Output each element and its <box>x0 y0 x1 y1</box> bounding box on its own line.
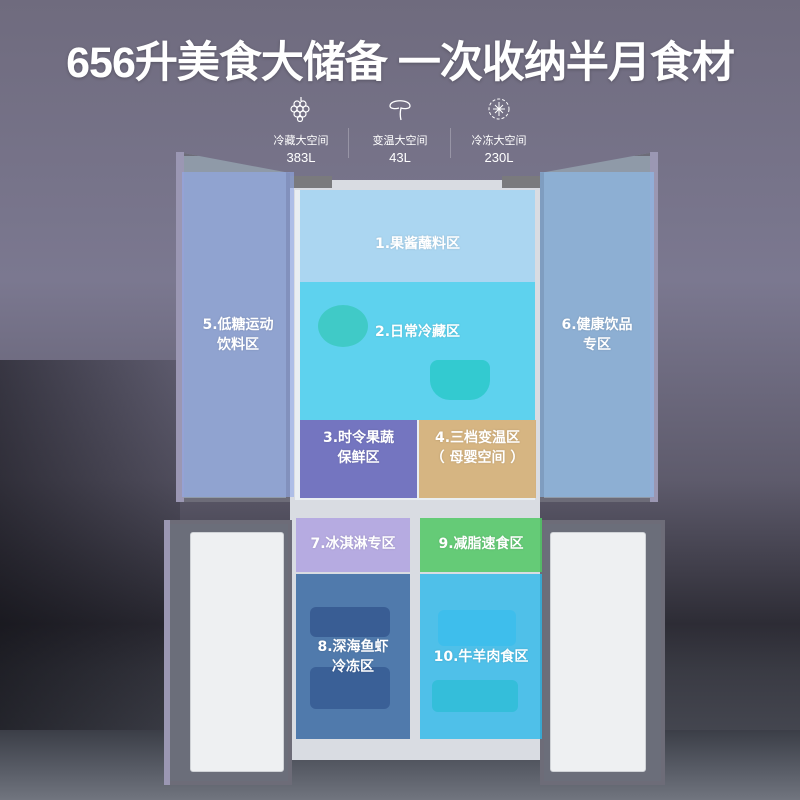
zone-label: 8.深海鱼虾 <box>317 638 389 655</box>
capacity-stats: 冷藏大空间 383L 变温大空间 43L 冷冻大空间 230L <box>256 96 544 165</box>
zone-label: 5.低糖运动 <box>202 316 274 333</box>
snowflake-icon <box>488 98 510 120</box>
zone-label: 饮料区 <box>217 336 259 353</box>
door-bottom-right[interactable] <box>540 520 665 785</box>
door-liner <box>550 532 646 772</box>
zone-3: 3.时令果蔬 保鲜区 <box>300 420 417 498</box>
hinge <box>290 176 332 188</box>
zone-10: 10.牛羊肉食区 <box>420 574 542 739</box>
capacity-value: 43L <box>389 150 411 165</box>
zone-label: 6.健康饮品 <box>561 316 633 333</box>
wall-shadow <box>0 360 180 800</box>
zone-4: 4.三档变温区 （ 母婴空间 ） <box>419 420 536 498</box>
capacity-freezer: 冷冻大空间 230L <box>454 96 544 165</box>
divider <box>348 128 349 158</box>
zone-label: 4.三档变温区 <box>434 430 521 446</box>
door-liner <box>190 532 284 772</box>
hinge <box>502 176 544 188</box>
divider <box>450 128 451 158</box>
zone-9: 9.减脂速食区 <box>420 518 542 572</box>
zone-label: （ 母婴空间 ） <box>430 450 525 466</box>
zone-label: 1.果酱蘸料区 <box>374 236 461 252</box>
capacity-label: 变温大空间 <box>372 134 428 147</box>
zone-6: 6.健康饮品 专区 <box>540 172 654 497</box>
capacity-label: 冷藏大空间 <box>273 134 329 147</box>
zone-1: 1.果酱蘸料区 <box>300 190 535 282</box>
capacity-value: 383L <box>286 150 316 165</box>
grape-icon <box>290 97 310 122</box>
capacity-fridge: 冷藏大空间 383L <box>256 96 346 165</box>
door-edge <box>164 520 170 785</box>
zone-label: 3.时令果蔬 <box>322 430 395 446</box>
zone-8: 8.深海鱼虾 冷冻区 <box>296 574 410 739</box>
door-edge <box>176 152 184 502</box>
capacity-convertible: 变温大空间 43L <box>355 96 445 165</box>
zone-label: 专区 <box>583 336 611 353</box>
capacity-label: 冷冻大空间 <box>471 134 527 147</box>
zone-2: 2.日常冷藏区 <box>300 282 535 420</box>
zone-5: 5.低糖运动 饮料区 <box>182 172 294 497</box>
zone-7: 7.冰淇淋专区 <box>296 518 410 572</box>
capacity-value: 230L <box>484 150 514 165</box>
door-bottom-left[interactable] <box>166 520 292 785</box>
door-edge <box>650 152 658 502</box>
headline: 656升美食大储备 一次收纳半月食材 <box>66 39 735 87</box>
zone-label: 10.牛羊肉食区 <box>433 648 529 665</box>
zone-label: 9.减脂速食区 <box>438 536 524 552</box>
zone-label: 冷冻区 <box>332 658 374 675</box>
zone-label: 保鲜区 <box>337 450 380 466</box>
mushroom-icon <box>389 100 411 121</box>
zone-label: 2.日常冷藏区 <box>374 324 461 340</box>
zone-label: 7.冰淇淋专区 <box>310 536 396 552</box>
